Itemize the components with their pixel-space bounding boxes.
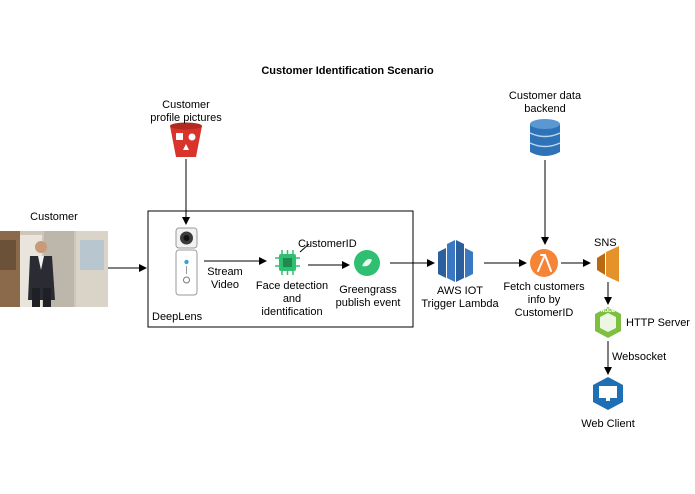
customer-photo <box>0 231 108 307</box>
stream-video-label: Stream Video <box>201 266 249 292</box>
node-badge-text: NODE <box>600 308 616 314</box>
websocket-label: Websocket <box>612 351 667 363</box>
lambda-icon <box>530 249 558 277</box>
lambda-label-line2: info by <box>527 294 561 306</box>
profile-pictures-label-line1: Customer <box>162 99 210 111</box>
profile-pictures-label-line2: profile pictures <box>150 112 222 124</box>
greengrass-icon <box>354 250 380 276</box>
desktop-badge-text: Desktop <box>600 399 616 404</box>
customer-label: Customer <box>30 211 78 223</box>
aws-iot-label: AWS IOT Trigger Lambda <box>416 285 504 311</box>
aws-iot-label-line2: Trigger Lambda <box>421 298 499 310</box>
chip-icon <box>275 250 300 275</box>
face-detection-label-line2: and <box>282 293 302 305</box>
customer-backend-label: Customer data backend <box>500 90 590 116</box>
customerid-label: CustomerID <box>298 238 357 250</box>
desktop-client-icon <box>593 377 623 410</box>
aws-iot-icon <box>438 240 473 282</box>
dynamodb-icon <box>529 119 561 156</box>
aws-iot-label-line1: AWS IOT <box>436 285 484 297</box>
customerid-leader-line <box>299 243 310 253</box>
greengrass-label-line2: publish event <box>335 297 401 309</box>
deeplens-device-icon <box>175 227 198 296</box>
stream-video-label-line2: Video <box>211 279 239 291</box>
lambda-label-line3: CustomerID <box>514 307 574 319</box>
deeplens-boundary <box>147 210 414 328</box>
customer-backend-label-line2: backend <box>524 103 566 115</box>
face-detection-label-line3: identification <box>261 306 323 318</box>
lambda-label: Fetch customers info by CustomerID <box>496 281 592 320</box>
greengrass-label: Greengrass publish event <box>332 284 404 310</box>
sns-label: SNS <box>594 237 617 249</box>
customer-backend-label-line1: Customer data <box>508 90 582 102</box>
deeplens-label: DeepLens <box>152 311 203 323</box>
lambda-label-line1: Fetch customers <box>503 281 585 293</box>
sns-icon <box>597 246 619 282</box>
connectors <box>108 159 612 375</box>
s3-bucket-icon <box>170 122 202 157</box>
http-server-label: HTTP Server <box>626 317 690 329</box>
greengrass-label-line1: Greengrass <box>339 284 397 296</box>
face-detection-label-line1: Face detection <box>255 280 329 292</box>
nodejs-icon <box>595 307 621 338</box>
stream-video-label-line1: Stream <box>207 266 243 278</box>
face-detection-label: Face detection and identification <box>252 280 332 319</box>
profile-pictures-label: Customer profile pictures <box>136 99 236 125</box>
web-client-label: Web Client <box>581 418 635 430</box>
diagram-title: Customer Identification Scenario <box>261 65 434 77</box>
